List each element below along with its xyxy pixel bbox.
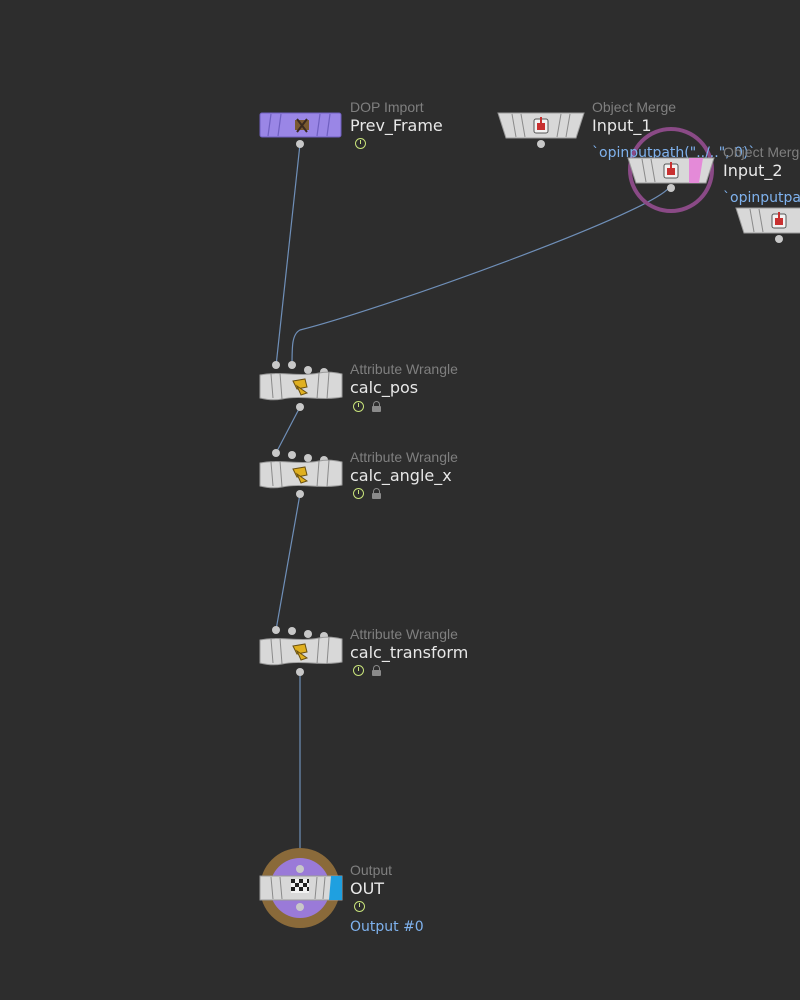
object-merge-node-body[interactable] <box>497 112 585 139</box>
display-flag-icon[interactable] <box>355 138 366 149</box>
out-output-port[interactable] <box>296 903 304 911</box>
input-port[interactable] <box>304 630 312 638</box>
template-flag <box>689 158 703 183</box>
node-input-1[interactable] <box>497 112 585 139</box>
node-type-label: Attribute Wrangle <box>350 361 458 377</box>
wrangle-node-body[interactable] <box>259 371 343 401</box>
selection-ring <box>628 127 714 213</box>
display-flag-bar <box>329 876 342 900</box>
wrangle-icon <box>292 378 309 396</box>
input-port[interactable] <box>288 451 296 459</box>
node-out[interactable] <box>259 874 343 902</box>
dop-import-node-body[interactable] <box>259 112 342 138</box>
lock-icon[interactable] <box>372 665 381 676</box>
object-merge-icon <box>771 212 787 229</box>
node-calc-pos[interactable] <box>259 371 343 401</box>
node-name-label[interactable]: Input_2 <box>723 161 783 180</box>
input-port[interactable] <box>304 366 312 374</box>
lock-icon[interactable] <box>372 401 381 412</box>
node-prev-frame[interactable] <box>259 112 342 138</box>
calc-angle-x-output-port[interactable] <box>296 490 304 498</box>
calc-pos-output-port[interactable] <box>296 403 304 411</box>
object-merge-partial-output-port[interactable] <box>775 235 783 243</box>
object-merge-node-body[interactable] <box>735 207 800 234</box>
node-type-label: Output <box>350 862 393 878</box>
input-1-output-port[interactable] <box>537 140 545 148</box>
out-input-port[interactable] <box>296 865 304 873</box>
wire-calcanglex-calctransform[interactable] <box>275 493 301 631</box>
node-input-2[interactable] <box>627 157 715 184</box>
node-calc-transform[interactable] <box>259 636 343 666</box>
node-type-label: Object Merge <box>723 144 800 160</box>
object-merge-icon <box>533 117 549 134</box>
display-flag-icon[interactable] <box>353 401 364 412</box>
node-type-label: Object Merge <box>592 99 677 115</box>
wire-input2-calcpos[interactable] <box>291 185 671 367</box>
display-flag-icon[interactable] <box>354 901 365 912</box>
node-type-label: Attribute Wrangle <box>350 626 458 642</box>
lock-icon[interactable] <box>372 488 381 499</box>
wrangle-icon <box>292 643 309 661</box>
node-name-label[interactable]: calc_pos <box>350 378 419 397</box>
input-2-output-port[interactable] <box>667 184 675 192</box>
node-type-label: Attribute Wrangle <box>350 449 458 465</box>
calc-transform-output-port[interactable] <box>296 668 304 676</box>
prev-frame-output-port[interactable] <box>296 140 304 148</box>
node-name-label[interactable]: OUT <box>350 879 385 898</box>
node-type-label: DOP Import <box>350 99 424 115</box>
input-port[interactable] <box>272 361 280 369</box>
wrangle-node-body[interactable] <box>259 459 343 489</box>
input-port[interactable] <box>288 361 296 369</box>
output-node-body[interactable] <box>259 874 343 902</box>
node-calc-angle-x[interactable] <box>259 459 343 489</box>
display-flag-icon[interactable] <box>353 488 364 499</box>
node-name-label[interactable]: calc_angle_x <box>350 466 452 485</box>
wrangle-node-body[interactable] <box>259 636 343 666</box>
output-index-label: Output #0 <box>350 919 424 935</box>
node-object-merge-partial[interactable] <box>735 207 800 234</box>
node-name-label[interactable]: Input_1 <box>592 116 652 135</box>
input-port[interactable] <box>304 454 312 462</box>
object-merge-icon <box>663 162 679 179</box>
node-name-label[interactable]: Prev_Frame <box>350 116 443 135</box>
checkered-flag-icon <box>291 879 309 893</box>
input-port[interactable] <box>320 632 328 640</box>
wire-calcpos-calcanglex[interactable] <box>275 406 301 454</box>
display-flag-icon[interactable] <box>353 665 364 676</box>
object-merge-node-body[interactable] <box>627 157 715 184</box>
input-port[interactable] <box>272 626 280 634</box>
node-name-label[interactable]: calc_transform <box>350 643 469 662</box>
wire-prevframe-calcpos[interactable] <box>275 143 301 367</box>
dop-import-icon <box>295 118 309 133</box>
node-expression-label: `opinputpath("../..", 0)` <box>592 145 756 161</box>
node-expression-label: `opinputpa <box>723 190 800 206</box>
input-port[interactable] <box>272 449 280 457</box>
input-port[interactable] <box>288 627 296 635</box>
wrangle-icon <box>292 466 309 484</box>
